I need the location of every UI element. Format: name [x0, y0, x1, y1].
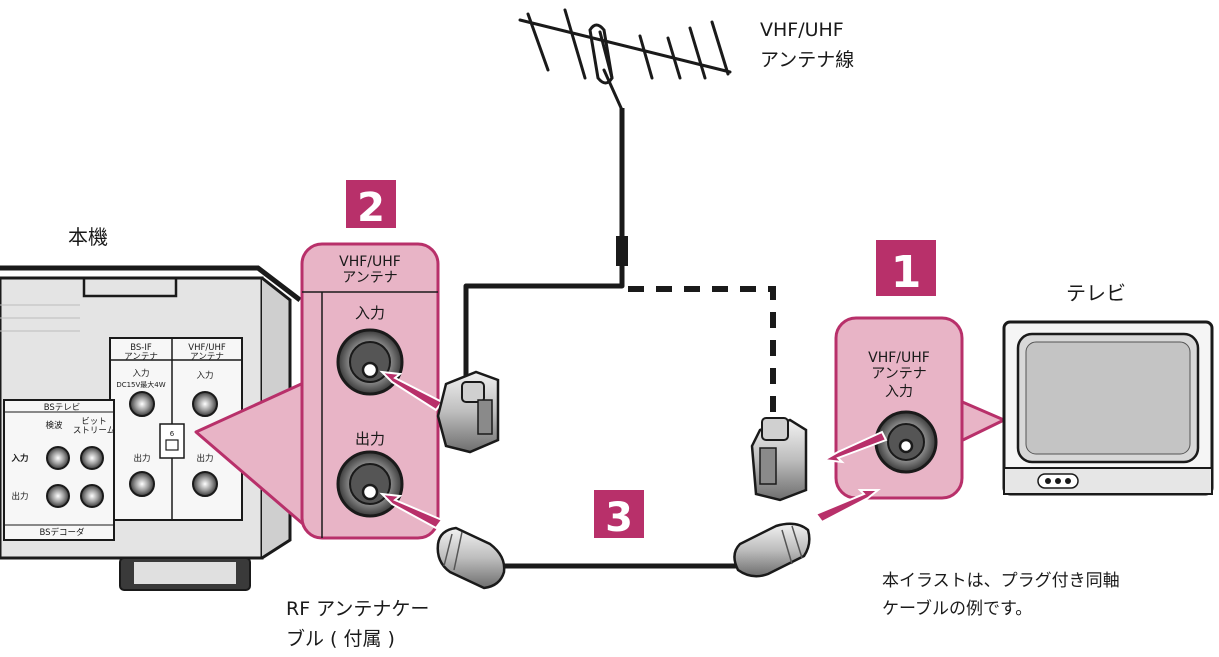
unit-vhf-title-1: VHF/UHF [188, 343, 226, 353]
panel-2 [300, 242, 440, 540]
f-plug-right [750, 417, 808, 502]
insert-arrow-output [379, 492, 444, 530]
bs-bitstream-in-jack [80, 446, 104, 470]
step-2-badge: 2 [346, 180, 396, 231]
unit-bs-decoder: BSデコーダ [39, 527, 85, 538]
unit-detect: 検波 [45, 420, 63, 431]
panel-1 [834, 316, 964, 500]
panel2-input-label: 入力 [355, 304, 385, 322]
antenna-icon [518, 8, 732, 112]
unit-bs-if-title-2: アンテナ [124, 352, 158, 362]
panel2-title-1: VHF/UHF [339, 254, 401, 270]
main-unit-label: 本機 [68, 225, 108, 249]
unit-bs-if-input: 入力 [132, 368, 149, 379]
note-line-2: ケーブルの例です。 [882, 598, 1032, 619]
panel1-title-1: VHF/UHF [868, 350, 930, 366]
unit-vhf-output: 出力 [196, 453, 213, 464]
unit-bs-if-power: DC15V最大4W [116, 380, 165, 389]
panel1-input-label: 入力 [885, 384, 913, 400]
unit-vhf-title-2: アンテナ [190, 352, 224, 362]
unit-out-label: 出力 [11, 491, 28, 502]
panel1-title-2: アンテナ [871, 366, 926, 382]
f-plug-left [436, 370, 500, 454]
tv-label: テレビ [1066, 281, 1126, 305]
panel2-output-label: 出力 [355, 430, 385, 448]
bs-detect-in-jack [46, 446, 70, 470]
vhf-uhf-input-jack [192, 391, 218, 417]
rf-cable-label-2: ブル ( 付属 ) [286, 627, 395, 650]
bs-detect-out-jack [46, 484, 70, 508]
unit-switch-num: 6 [170, 430, 175, 438]
remove-arrow [820, 430, 888, 464]
unit-bs-if-output: 出力 [133, 453, 150, 464]
step-3-badge: 3 [594, 490, 644, 541]
panel2-title-2: アンテナ [342, 270, 397, 286]
vhf-uhf-output-jack [192, 471, 218, 497]
antenna-cable [463, 108, 625, 376]
unit-jacks [46, 391, 218, 508]
tv-icon [1002, 320, 1214, 496]
antenna-line-label-2: アンテナ線 [760, 49, 854, 71]
bs-if-output-jack [129, 471, 155, 497]
unit-bitstream-2: ストリーム [73, 426, 115, 436]
bs-bitstream-out-jack [80, 484, 104, 508]
insert-arrow-tv [814, 489, 881, 524]
rf-cable-label-1: RF アンテナケー [286, 598, 429, 620]
cable-joint [616, 236, 628, 266]
step-1-badge: 1 [876, 240, 936, 298]
unit-vhf-input: 入力 [196, 370, 213, 381]
svg-text:3: 3 [605, 495, 633, 541]
unit-bitstream-1: ビット [81, 417, 107, 427]
note-line-1: 本イラストは、プラグ付き同軸 [882, 571, 1120, 591]
dashed-cable [628, 286, 776, 418]
rf-plug-left [436, 526, 506, 590]
svg-text:1: 1 [891, 247, 922, 298]
svg-text:2: 2 [357, 185, 385, 231]
switch-icon [159, 423, 185, 459]
unit-in-label: 入力 [10, 453, 28, 464]
antenna-line-label-1: VHF/UHF [760, 19, 844, 41]
rf-plug-right [733, 522, 811, 578]
unit-bs-tv: BSテレビ [44, 403, 81, 413]
bs-if-input-jack [129, 391, 155, 417]
unit-bs-if-title-1: BS-IF [130, 343, 152, 353]
